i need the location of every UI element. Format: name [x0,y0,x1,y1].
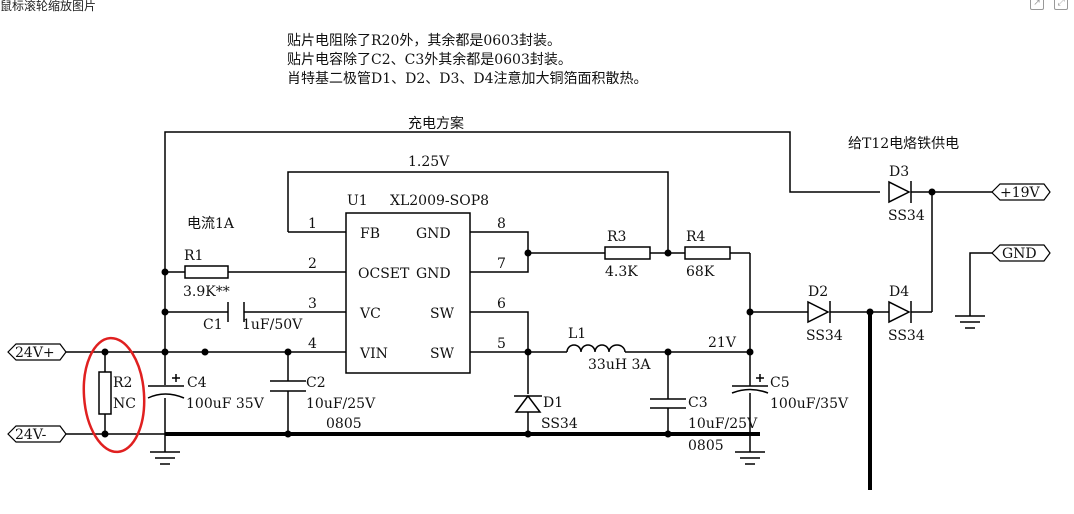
port-shapes [7,183,1051,443]
pin-num-8: 8 [497,216,506,232]
d4-value: SS34 [888,328,925,344]
note-diodes: 肖特基二极管D1、D2、D3、D4注意加大铜箔面积散热。 [287,71,648,87]
l1-ref: L1 [568,326,586,342]
c3-value: 10uF/25V [688,416,758,432]
pin-num-5: 5 [497,336,506,352]
d2-value: SS34 [806,328,843,344]
open-in-new-icon[interactable]: ↗ [1030,0,1044,10]
pin-name-4: VIN [359,346,388,362]
junctions [101,188,936,438]
c2-ref: C2 [306,375,326,391]
r3-symbol [604,246,651,260]
r4-ref: R4 [686,229,706,245]
r1-symbol [184,265,229,279]
d2-symbol [807,300,831,324]
c3-package: 0805 [688,438,724,454]
d2-ref: D2 [808,284,828,300]
d3-ref: D3 [889,164,909,180]
label-power-t12: 给T12电烙铁供电 [848,136,959,152]
r4-symbol [684,246,731,260]
d4-symbol [888,300,912,324]
label-charge-scheme: 充电方案 [408,115,464,132]
c1-ref: C1 [203,317,223,333]
ic-ref: U1 [347,193,368,209]
port-24v-pos: 24V+ [15,345,55,361]
r4-value: 68K [686,264,715,280]
pin-name-7: GND [416,266,451,282]
c2-value: 10uF/25V [306,396,376,412]
r3-value: 4.3K [605,264,638,280]
pin-name-6: SW [430,306,455,322]
ic-part: XL2009-SOP8 [390,193,489,209]
c5-ref: C5 [770,375,790,391]
wires [35,131,992,452]
pin-num-2: 2 [308,256,317,272]
pin-num-1: 1 [308,216,317,232]
c1-value: 1uF/50V [242,317,303,333]
r1-ref: R1 [184,248,203,264]
note-capacitors: 贴片电容除了C2、C3外其余都是0603封装。 [287,52,572,68]
r2-value: NC [113,396,136,412]
ic-body [345,212,471,374]
d4-ref: D4 [889,284,909,300]
d1-value: SS34 [541,416,578,432]
d3-value: SS34 [888,208,925,224]
pin-name-2: OCSET [358,266,410,282]
pin-name-5: SW [430,346,455,362]
port-24v-neg: 24V- [15,427,47,443]
design-notes: 贴片电阻除了R20外，其余都是0603封装。 贴片电容除了C2、C3外其余都是0… [287,32,648,89]
r2-symbol [98,371,112,415]
c5-value: 100uF/35V [770,396,849,412]
pin-name-1: FB [360,226,380,242]
highlight-circle [82,336,146,454]
c3-ref: C3 [688,395,708,411]
c4-value: 100uF 35V [186,396,265,412]
ground-symbols [150,315,985,465]
d1-ref: D1 [543,395,563,411]
r2-ref: R2 [113,375,132,391]
d1-symbol [514,394,542,413]
pin-num-3: 3 [308,296,317,312]
note-resistors: 贴片电阻除了R20外，其余都是0603封装。 [287,33,561,49]
c4-ref: C4 [187,375,207,391]
pin-num-6: 6 [497,296,506,312]
pin-num-7: 7 [497,256,506,272]
r1-value: 3.9K** [183,284,230,300]
label-current: 电流1A [187,216,235,232]
l1-symbol [566,344,626,353]
pin-name-8: GND [416,226,451,242]
pin-num-4: 4 [308,336,317,352]
r3-ref: R3 [607,229,626,245]
label-out-voltage: 21V [708,335,737,351]
viewer-toolbar: ↗ ⤢ [1030,0,1068,10]
zoom-hint: 鼠标滚轮缩放图片 [0,0,97,13]
fullscreen-icon[interactable]: ⤢ [1054,0,1068,10]
d3-symbol [888,180,912,204]
l1-value: 33uH 3A [588,357,651,373]
label-fb-voltage: 1.25V [408,154,450,170]
pin-name-3: VC [359,306,381,322]
port-gnd: GND [1002,246,1037,262]
port-19v: +19V [1000,185,1041,201]
c2-package: 0805 [326,416,362,432]
